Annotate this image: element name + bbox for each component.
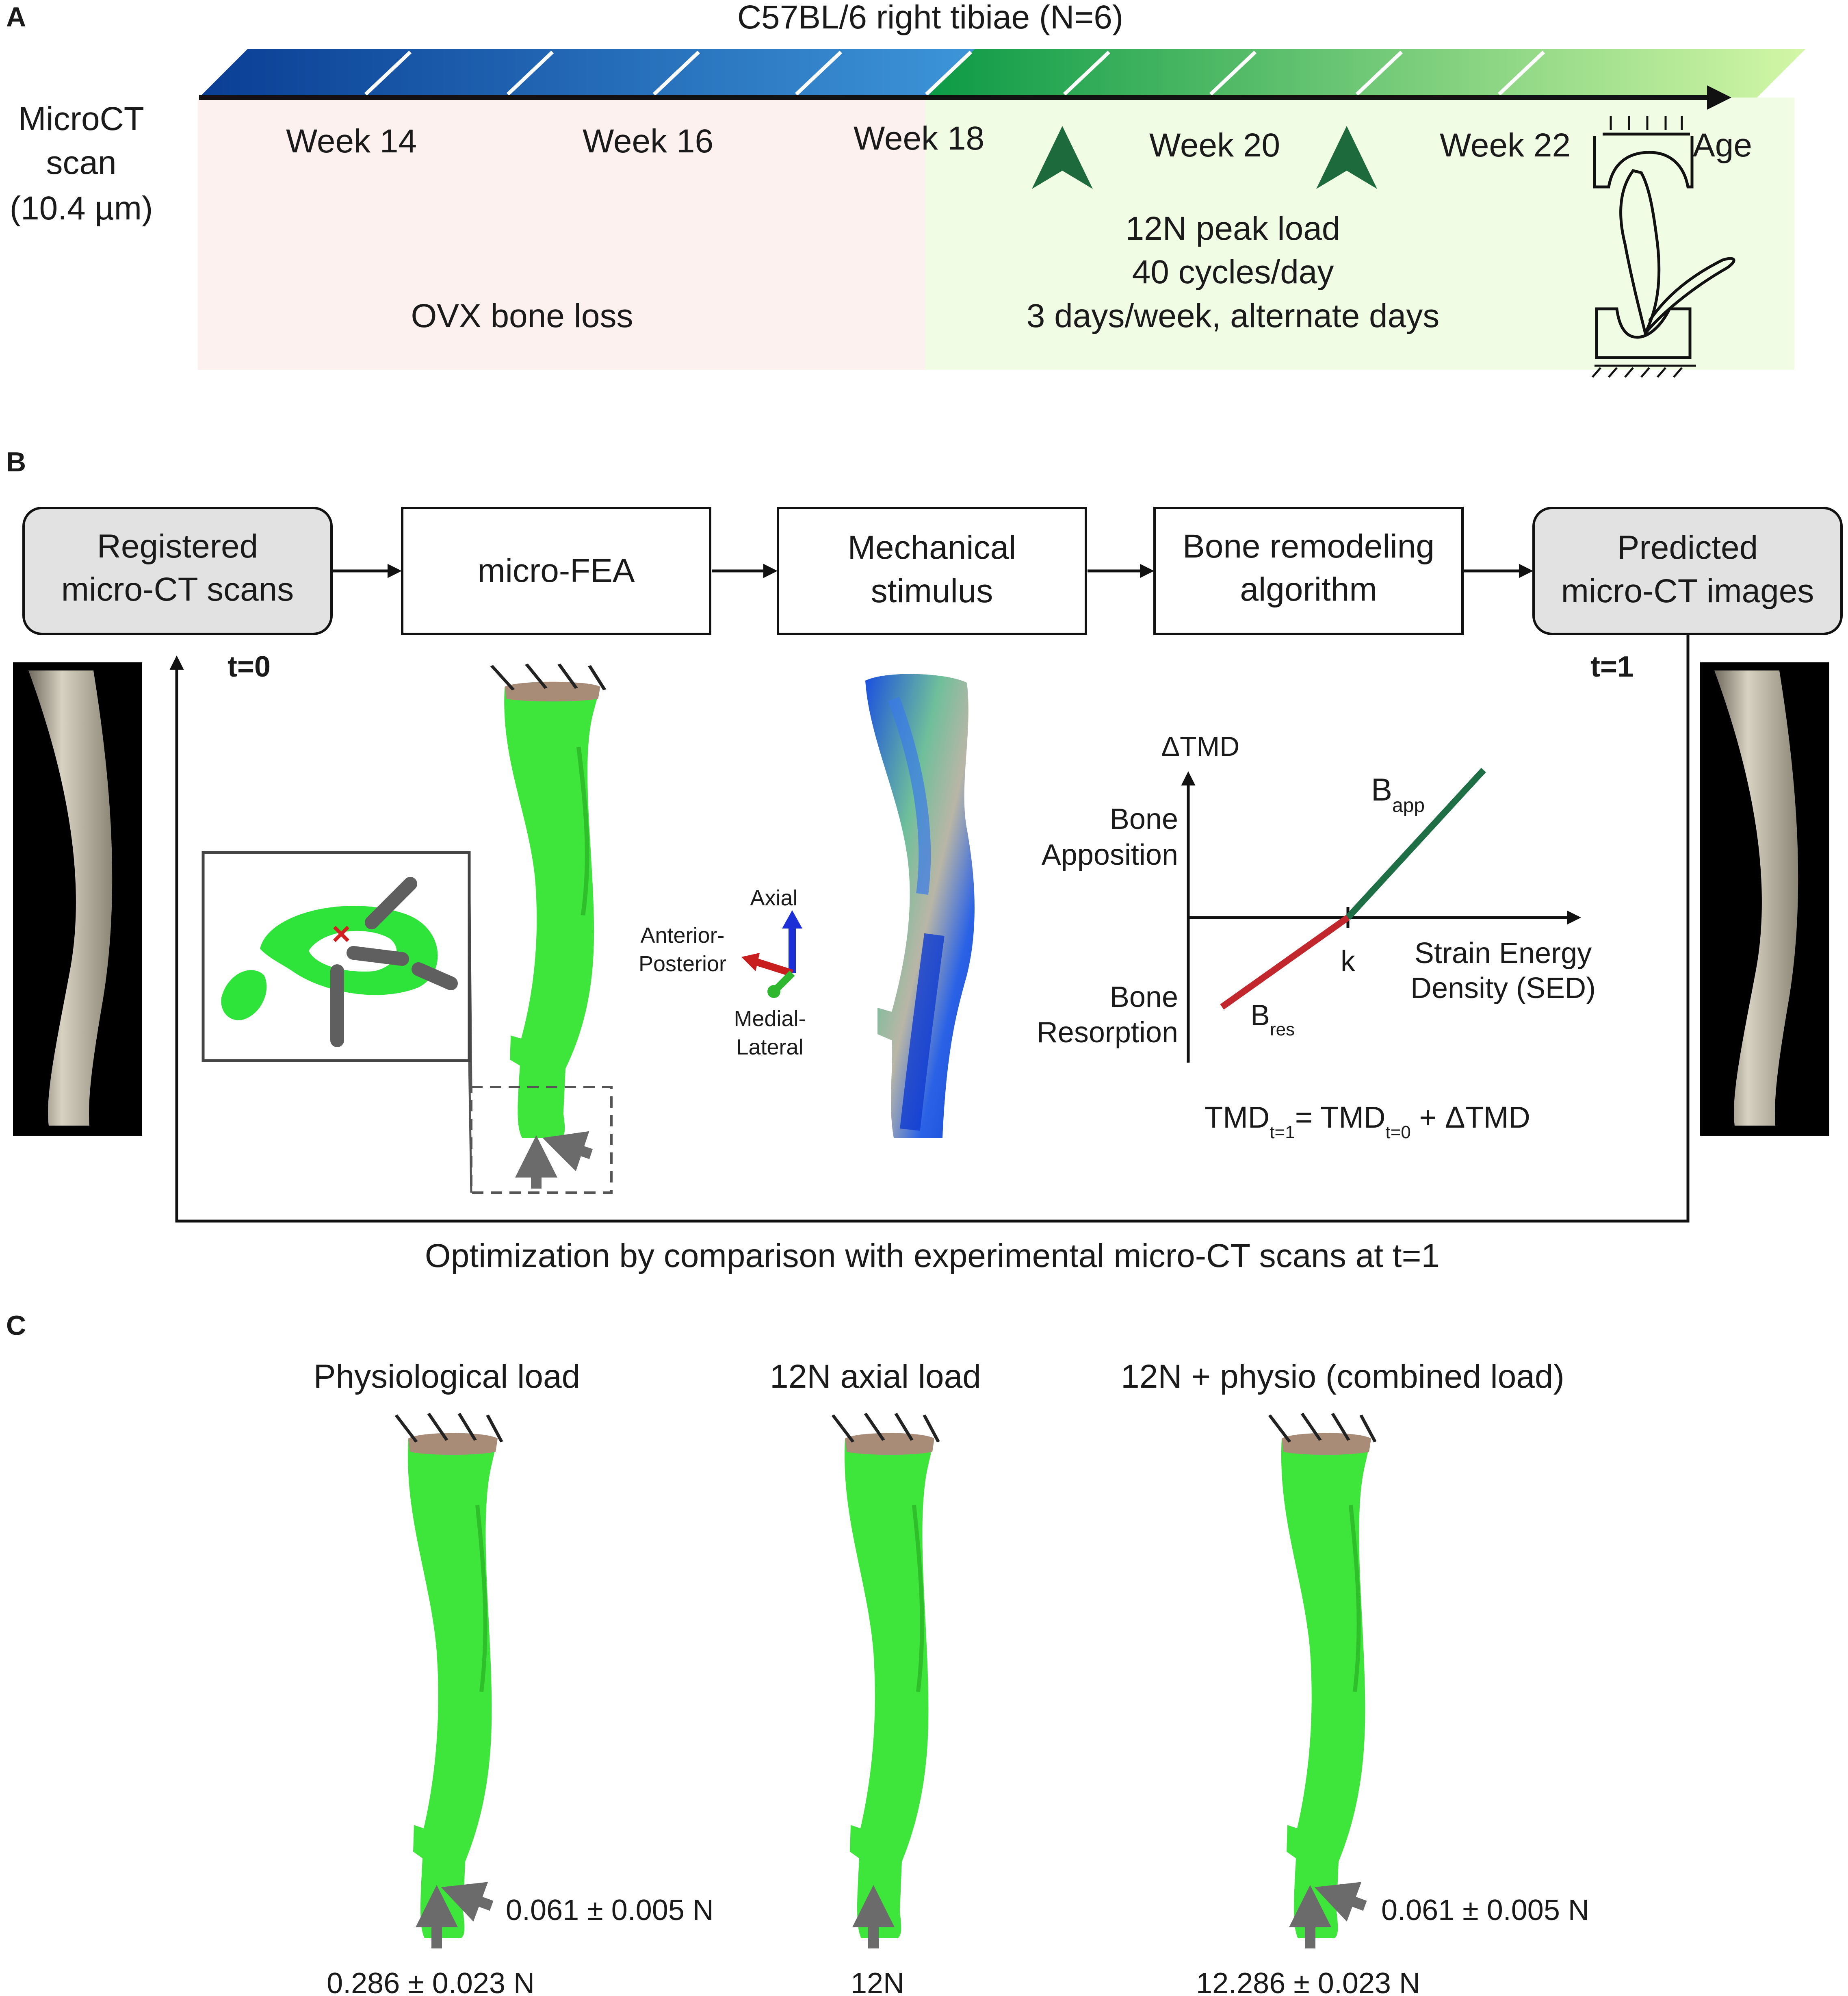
box-registered-scans: Registered micro-CT scans: [22, 507, 333, 635]
scan-label-line2: scan: [46, 144, 116, 181]
scan-label-line1: MicroCT: [18, 100, 144, 137]
case-physiological-title: Physiological load: [314, 1358, 580, 1395]
ap-label-line1: Anterior-: [640, 923, 724, 948]
threshold-k-label: k: [1341, 945, 1356, 978]
loading-fixture-icon: [1592, 116, 1735, 378]
axial-case-load: 12N: [851, 1967, 904, 1996]
boundary-condition-arrows-icon: [515, 1131, 593, 1189]
panel-letter-a: A: [6, 2, 26, 33]
axial-label: Axial: [750, 886, 797, 910]
svg-text:Bone remodeling: Bone remodeling: [1183, 528, 1434, 565]
feedback-loop-line: [169, 635, 1690, 1223]
svg-text:micro-FEA: micro-FEA: [477, 552, 635, 589]
scan-label-line3: (10.4 µm): [10, 190, 153, 227]
ap-label-line2: Posterior: [639, 952, 726, 976]
t0-label: t=0: [227, 651, 271, 683]
physiological-side-load: 0.061 ± 0.005 N: [506, 1894, 714, 1927]
apposition-line: [1345, 768, 1486, 920]
case-axial-title: 12N axial load: [770, 1358, 981, 1395]
sed-axis-label-line1: Strain Energy: [1415, 937, 1592, 970]
load-arrows-combined-icon: [1289, 1882, 1367, 1948]
apposition-label-line1: Bone: [1110, 803, 1178, 835]
age-label: Age: [1693, 127, 1752, 164]
b-res-label: Bres: [1250, 999, 1295, 1039]
panel-letter-b: B: [6, 447, 26, 477]
load-start-arrowhead-icon: [1032, 126, 1093, 189]
zoom-connector-bottom: [468, 1060, 472, 1193]
week-14-label: Week 14: [286, 123, 417, 160]
initial-bone-scan-image: [13, 662, 142, 1136]
svg-text:Mechanical: Mechanical: [848, 529, 1016, 566]
stimulus-map-model: [865, 674, 975, 1138]
ovx-label: OVX bone loss: [411, 297, 633, 334]
svg-text:stimulus: stimulus: [871, 573, 993, 610]
tibia-physiological-model: [396, 1414, 502, 1939]
svg-text:micro-CT images: micro-CT images: [1561, 573, 1814, 610]
timeline-bar-ovx: [199, 49, 975, 98]
week-18-label: Week 18: [854, 120, 984, 157]
load-arrows-physiological-icon: [416, 1882, 494, 1948]
predicted-bone-scan-image: [1700, 662, 1829, 1136]
load-schedule-label: 3 days/week, alternate days: [1027, 297, 1439, 334]
svg-text:Registered: Registered: [97, 528, 258, 565]
svg-text:Predicted: Predicted: [1617, 529, 1758, 566]
week-22-label: Week 22: [1440, 127, 1571, 164]
week-16-label: Week 16: [583, 123, 713, 160]
remodeling-graph: [1181, 768, 1581, 1063]
b-app-label: Bapp: [1371, 772, 1425, 816]
tmd-update-equation: TMDt=1= TMDt=0 + ΔTMD: [1205, 1100, 1530, 1142]
svg-text:×: ×: [332, 916, 351, 952]
tibia-combined-model: [1270, 1414, 1375, 1939]
physiological-axial-load: 0.286 ± 0.023 N: [327, 1967, 535, 1996]
box-remodeling-algorithm: Bone remodeling algorithm: [1153, 507, 1464, 635]
resorption-label-line2: Resorption: [1037, 1016, 1178, 1049]
timeline-title: C57BL/6 right tibiae (N=6): [737, 0, 1123, 36]
box-micro-fea: micro-FEA: [401, 507, 711, 635]
svg-text:micro-CT scans: micro-CT scans: [61, 571, 294, 608]
svg-text:algorithm: algorithm: [1240, 571, 1377, 608]
timeline-bar-load: [926, 49, 1806, 98]
fea-tibia-model: [492, 664, 604, 1138]
load-end-arrowhead-icon: [1316, 126, 1377, 189]
week-20-label: Week 20: [1149, 127, 1280, 164]
coordinate-axes-icon: [741, 910, 802, 998]
ovx-background: [198, 98, 925, 370]
apposition-label-line2: Apposition: [1042, 839, 1178, 871]
load-cycles-label: 40 cycles/day: [1132, 254, 1334, 291]
tibia-axial-model: [833, 1414, 938, 1939]
feedback-caption: Optimization by comparison with experime…: [425, 1237, 1440, 1274]
panel-letter-c: C: [6, 1310, 26, 1341]
zoomed-cross-section-inset: ×: [201, 851, 471, 1062]
combined-side-load: 0.061 ± 0.005 N: [1381, 1894, 1589, 1927]
load-magnitude-label: 12N peak load: [1126, 210, 1341, 247]
combined-axial-load: 12.286 ± 0.023 N: [1196, 1967, 1420, 1996]
case-combined-title: 12N + physio (combined load): [1121, 1358, 1564, 1395]
t1-label: t=1: [1590, 651, 1634, 683]
box-mechanical-stimulus: Mechanical stimulus: [777, 507, 1087, 635]
resorption-label-line1: Bone: [1110, 981, 1178, 1013]
timeline-ticks: [364, 50, 1545, 96]
box-predicted-images: Predicted micro-CT images: [1532, 507, 1843, 635]
sed-axis-label-line2: Density (SED): [1410, 972, 1596, 1005]
ml-label-line2: Lateral: [736, 1035, 803, 1059]
ml-label-line1: Medial-: [734, 1007, 806, 1031]
delta-tmd-axis-label: ΔTMD: [1161, 731, 1240, 762]
resorption-line: [1220, 915, 1350, 1010]
